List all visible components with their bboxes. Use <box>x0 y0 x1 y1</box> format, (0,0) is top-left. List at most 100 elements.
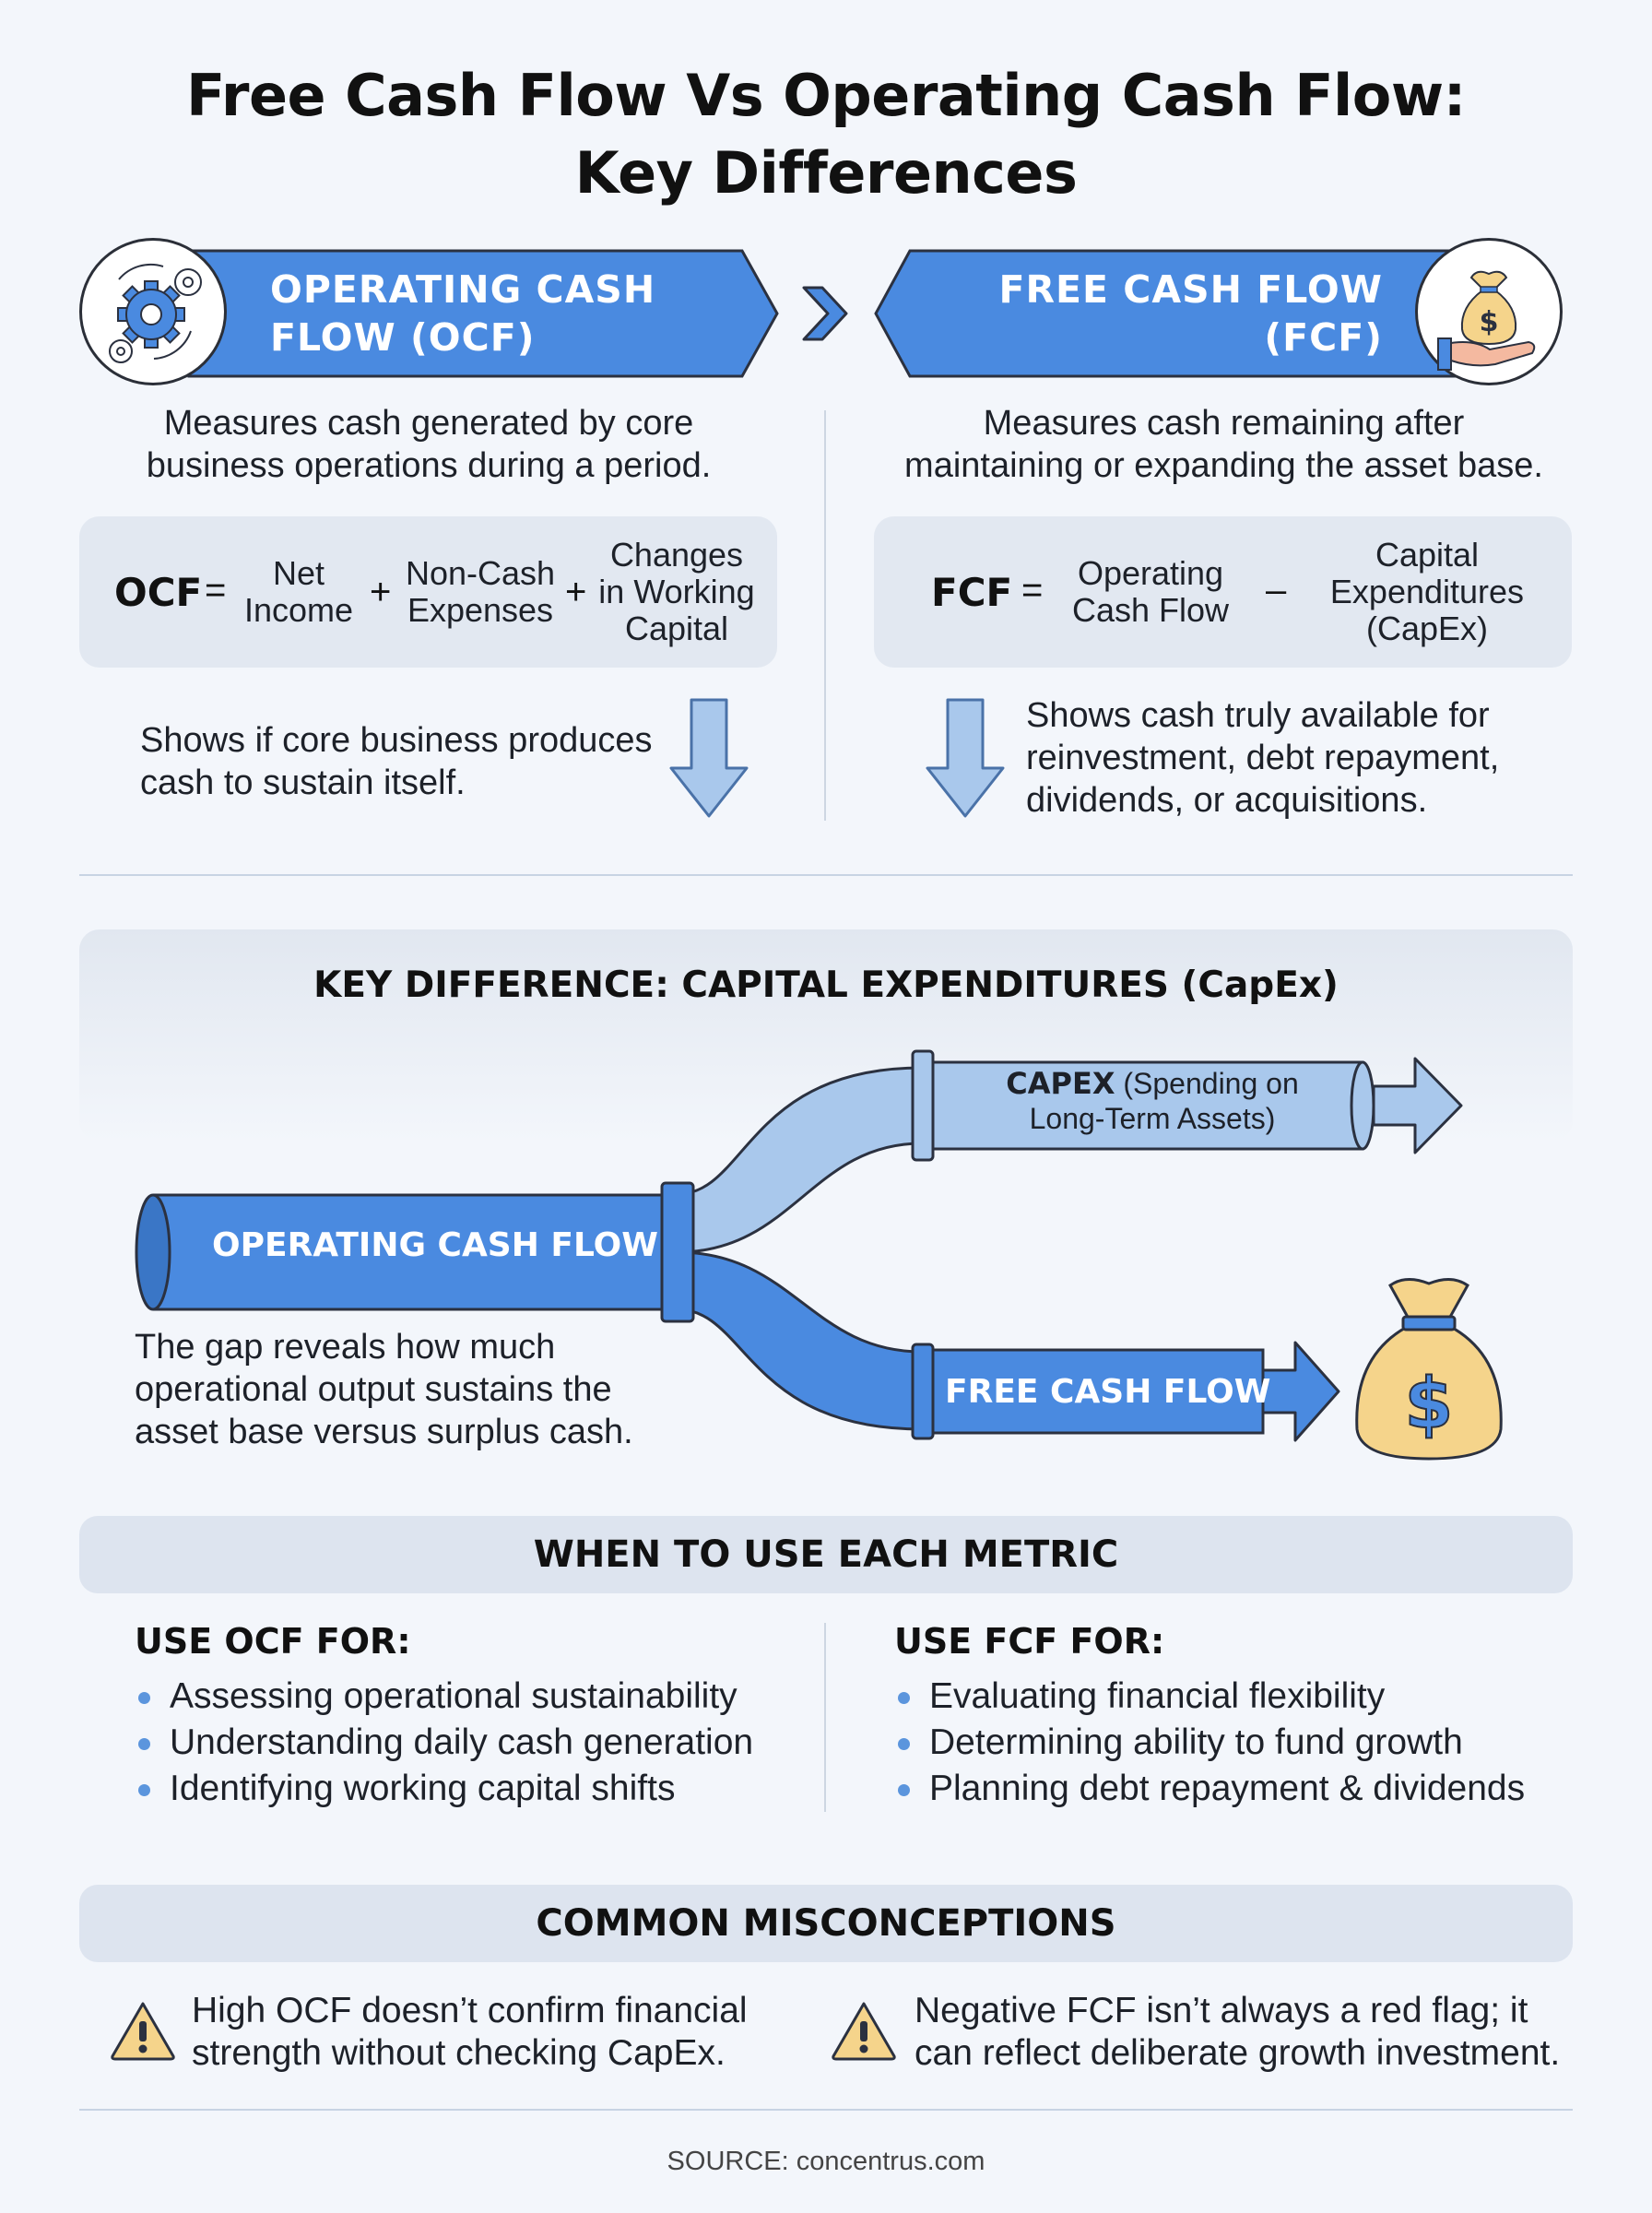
ocf-down-arrow-icon <box>669 698 749 818</box>
section-divider-1 <box>79 874 1573 876</box>
svg-text:$: $ <box>1405 1362 1454 1444</box>
ocf-banner-line-1: OPERATING CASH <box>270 267 656 312</box>
capex-label-line-2: Long-Term Assets) <box>1029 1102 1276 1135</box>
warning-icon <box>832 2002 896 2061</box>
pipe-diagram: $ <box>135 1049 1503 1461</box>
bullet-dot <box>898 1692 910 1704</box>
list-item-text: Evaluating financial flexibility <box>929 1676 1386 1716</box>
fcf-pipe-flange <box>911 1343 935 1440</box>
ocf-term-working-capital-line-3: Capital <box>624 609 729 647</box>
ocf-formula-lhs: OCF <box>114 570 203 615</box>
main-pipe-opening <box>135 1193 171 1311</box>
svg-text:$: $ <box>1480 306 1499 338</box>
fcf-shows-line-3: dividends, or acquisitions. <box>1026 781 1428 820</box>
gap-line-3: asset base versus surplus cash. <box>135 1413 633 1451</box>
list-item: Evaluating financial flexibility <box>894 1674 1525 1720</box>
ocf-term-non-cash-line-1: Non-Cash <box>405 554 556 592</box>
fcf-banner-shape <box>874 249 1468 378</box>
capex-label-rest: (Spending on <box>1115 1067 1299 1100</box>
fcf-formula-equals: = <box>1021 570 1044 610</box>
when-to-use-divider <box>824 1623 826 1812</box>
fcf-shows-text: Shows cash truly available for reinvestm… <box>1026 694 1570 822</box>
ocf-term-working-capital-line-2: in Working <box>598 573 755 610</box>
fcf-term-capex-line-2: Expenditures <box>1329 573 1525 610</box>
use-ocf-heading: USE OCF FOR: <box>135 1621 411 1662</box>
ocf-description-line-1: Measures cash generated by core <box>163 404 694 443</box>
fcf-down-arrow-icon <box>926 698 1005 818</box>
ocf-formula-box: OCF = Net Income + Non-Cash Expenses + C… <box>79 516 777 668</box>
fcf-term-ocf-line-1: Operating <box>1077 554 1224 592</box>
source-credit: SOURCE: concentrus.com <box>667 2147 985 2176</box>
ocf-shows-text: Shows if core business produces cash to … <box>140 719 675 804</box>
fcf-term-ocf-line-2: Cash Flow <box>1071 591 1230 629</box>
ocf-term-working-capital: Changes in Working Capital <box>592 537 761 647</box>
fcf-description-line-1: Measures cash remaining after <box>983 404 1465 443</box>
column-divider <box>824 410 826 821</box>
ocf-formula-plus-1: + <box>370 572 392 612</box>
fcf-term-capex-line-3: (CapEx) <box>1365 609 1489 647</box>
gap-line-1: The gap reveals how much <box>135 1328 556 1367</box>
list-item: Assessing operational sustainability <box>135 1674 753 1720</box>
list-item: Identifying working capital shifts <box>135 1766 753 1812</box>
fcf-description-line-2: maintaining or expanding the asset base. <box>904 446 1543 485</box>
ocf-shows-line-1: Shows if core business produces <box>140 721 653 760</box>
ocf-term-working-capital-line-1: Changes <box>609 536 744 574</box>
money-bag-hand-icon: $ <box>1415 238 1563 385</box>
capex-pipe-flange <box>911 1049 935 1162</box>
main-pipe-flange <box>660 1181 695 1323</box>
fcf-formula-lhs: FCF <box>931 570 1013 615</box>
misconception-right-line-1: Negative FCF isn’t always a red flag; it <box>914 1991 1528 2030</box>
fcf-banner-line-2: (FCF) <box>1264 315 1383 360</box>
bullet-dot <box>138 1784 150 1796</box>
capex-label-line-1: CAPEX (Spending on <box>931 1066 1374 1101</box>
ocf-term-net-income-line-1: Net <box>272 554 325 592</box>
page-title: Free Cash Flow Vs Operating Cash Flow: K… <box>0 57 1652 212</box>
header-banners <box>187 249 1468 378</box>
capex-pipe-label: CAPEX (Spending on Long-Term Assets) <box>931 1066 1374 1136</box>
capex-arrow-icon <box>1372 1057 1463 1154</box>
warning-icon <box>111 2002 175 2061</box>
capex-label-bold: CAPEX <box>1006 1066 1115 1101</box>
fcf-term-capex-line-1: Capital <box>1375 536 1480 574</box>
list-item-text: Assessing operational sustainability <box>170 1676 738 1716</box>
ocf-description: Measures cash generated by core business… <box>83 402 774 487</box>
fcf-pipe-label: FREE CASH FLOW <box>945 1373 1271 1411</box>
money-bag-icon: $ <box>1355 1278 1503 1461</box>
list-item: Planning debt repayment & dividends <box>894 1766 1525 1812</box>
misconception-left-line-2: strength without checking CapEx. <box>192 2033 726 2073</box>
capex-branch-pipe <box>676 1066 924 1254</box>
use-fcf-list: Evaluating financial flexibility Determi… <box>894 1674 1525 1812</box>
list-item: Determining ability to fund growth <box>894 1720 1525 1766</box>
ocf-formula-plus-2: + <box>565 572 587 612</box>
fcf-term-capex: Capital Expenditures (CapEx) <box>1316 537 1538 647</box>
ocf-banner-label: OPERATING CASH FLOW (OCF) <box>270 266 655 361</box>
ocf-shows-line-2: cash to sustain itself. <box>140 763 466 802</box>
fcf-shows-line-1: Shows cash truly available for <box>1026 696 1490 735</box>
bullet-dot <box>898 1738 910 1750</box>
ocf-term-net-income: Net Income <box>234 555 363 629</box>
title-line-1: Free Cash Flow Vs Operating Cash Flow: <box>186 62 1466 129</box>
pipe-main-label: OPERATING CASH FLOW <box>212 1226 658 1264</box>
fcf-formula-box: FCF = Operating Cash Flow – Capital Expe… <box>874 516 1572 668</box>
ocf-description-line-2: business operations during a period. <box>146 446 712 485</box>
key-difference-heading: KEY DIFFERENCE: CAPITAL EXPENDITURES (Ca… <box>313 964 1339 1006</box>
title-line-2: Key Differences <box>574 139 1078 207</box>
when-to-use-heading: WHEN TO USE EACH METRIC <box>79 1516 1573 1593</box>
bullet-dot <box>138 1738 150 1750</box>
list-item: Understanding daily cash generation <box>135 1720 753 1766</box>
fcf-branch-pipe <box>676 1250 924 1431</box>
use-fcf-heading: USE FCF FOR: <box>894 1621 1165 1662</box>
bullet-dot <box>898 1784 910 1796</box>
fcf-banner-label: FREE CASH FLOW (FCF) <box>968 266 1383 361</box>
gap-text: The gap reveals how much operational out… <box>135 1326 633 1453</box>
gears-icon <box>79 238 227 385</box>
ocf-term-non-cash-expenses: Non-Cash Expenses <box>397 555 563 629</box>
ocf-term-non-cash-line-2: Expenses <box>407 591 554 629</box>
section-divider-2 <box>79 2109 1573 2111</box>
misconceptions-heading: COMMON MISCONCEPTIONS <box>79 1885 1573 1962</box>
misconception-left: High OCF doesn’t confirm financial stren… <box>192 1990 782 2075</box>
gap-line-2: operational output sustains the <box>135 1370 612 1409</box>
ocf-banner-line-2: FLOW (OCF) <box>270 315 536 360</box>
misconception-right-line-2: can reflect deliberate growth investment… <box>914 2033 1561 2073</box>
list-item-text: Planning debt repayment & dividends <box>929 1769 1526 1808</box>
